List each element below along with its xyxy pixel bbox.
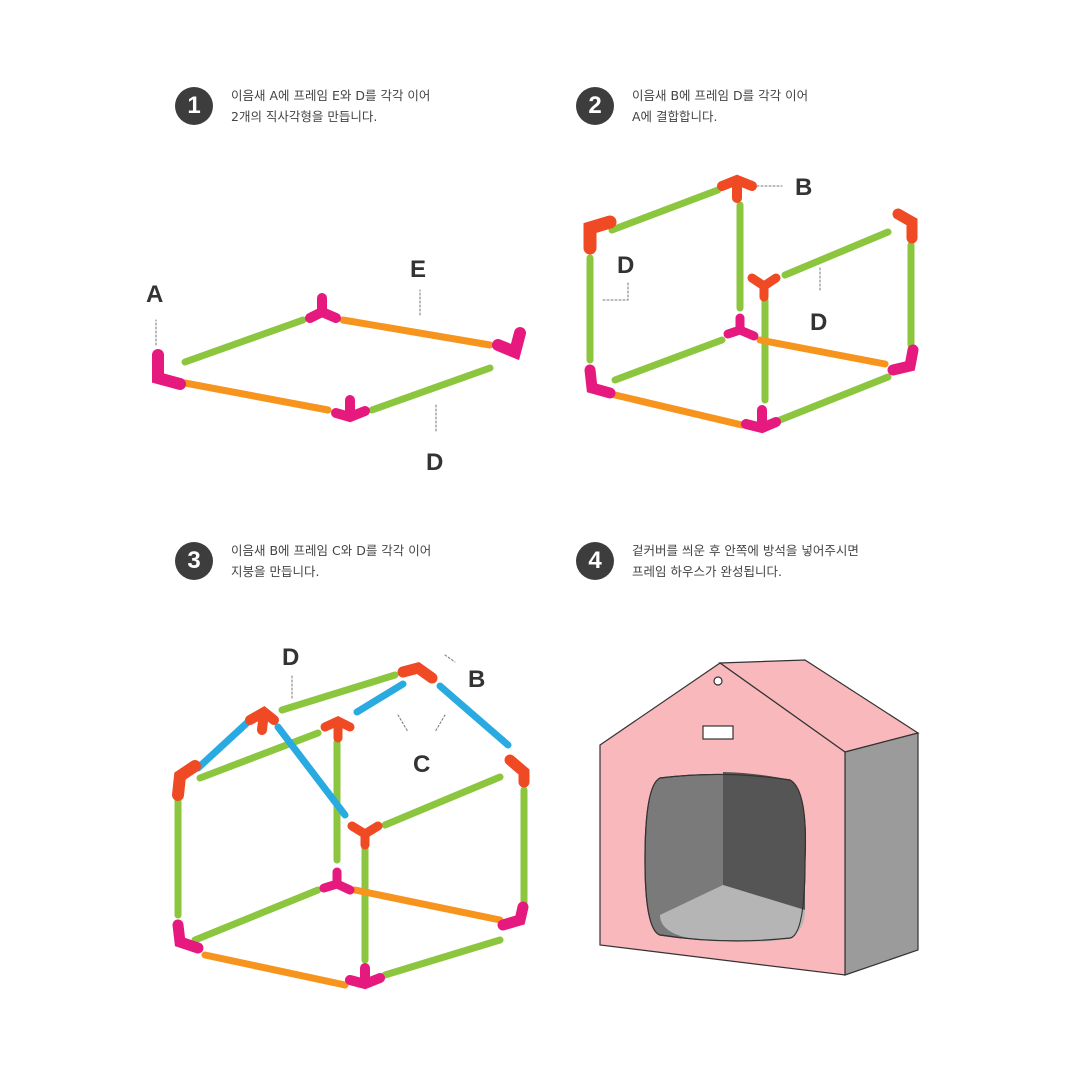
label-d: D [426,449,443,476]
finished-house-illustration [599,659,920,976]
label-d: D [282,644,299,671]
step-text: 겉커버를 씌운 후 안쪽에 방석을 넣어주시면 [632,543,859,558]
label-a: A [146,281,163,308]
step-text: 2개의 직사각형을 만듭니다. [231,109,378,124]
label-b: B [468,666,485,693]
step-text: 이음새 B에 프레임 C와 D를 각각 이어 [231,543,432,558]
label-d: D [810,309,827,336]
step-text: 지붕을 만듭니다. [231,564,320,579]
label-e: E [410,256,426,283]
step-text: 이음새 B에 프레임 D를 각각 이어 [632,88,809,103]
label-c: C [413,751,430,778]
step-number-badge: 2 [576,87,614,125]
step-number-badge: 3 [175,542,213,580]
step-2-instruction: 2 이음새 B에 프레임 D를 각각 이어 A에 결합합니다. [576,85,808,127]
panel-2-frame [583,174,919,434]
step-text: A에 결합합니다. [632,109,718,124]
step-number-badge: 4 [576,542,614,580]
step-number-badge: 1 [175,87,213,125]
panel-3-frame [172,662,530,990]
step-text: 프레임 하우스가 완성됩니다. [632,564,782,579]
label-b: B [795,174,812,201]
label-d: D [617,252,634,279]
step-text: 이음새 A에 프레임 E와 D를 각각 이어 [231,88,431,103]
step-1-instruction: 1 이음새 A에 프레임 E와 D를 각각 이어 2개의 직사각형을 만듭니다. [175,85,430,127]
panel-1-frame [152,293,526,423]
